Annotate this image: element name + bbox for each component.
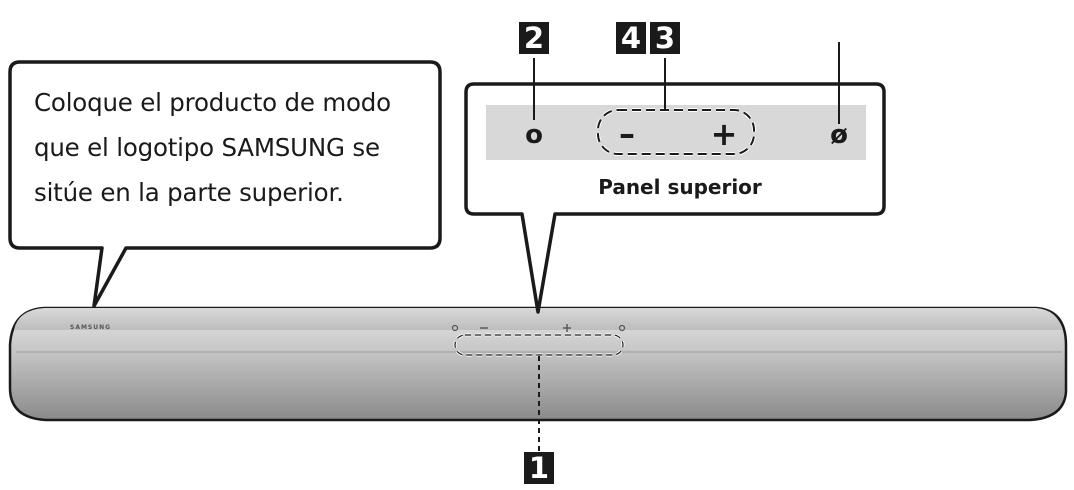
button-area-highlight-outline [454,334,624,356]
callout-number-1: 1 [524,452,554,484]
soundbar-brand-logo: SAMSUNG [70,324,112,331]
callout-number-3: 3 [650,22,680,54]
bar-multifunction-icon [451,324,459,332]
callout-number-4: 4 [616,22,646,54]
soundbar-body [8,306,1068,422]
instruction-line: Coloque el producto de modo [34,88,391,117]
instruction-line: sitúe en la parte superior. [34,178,344,207]
panel-title: Panel superior [598,175,762,199]
volume-buttons-highlight-outline [597,109,755,155]
volume-up-icon: + [711,115,738,153]
soundbar-top-face [14,308,1062,330]
placement-instruction: Coloque el producto de modo que el logot… [34,80,434,215]
volume-down-icon: – [619,115,635,153]
multifunction-icon: o [525,120,543,150]
logo-callout-bubble [8,60,442,308]
top-panel-strip [486,105,866,160]
soundbar [8,306,1068,422]
power-icon: ø [830,120,848,150]
bar-power-icon [618,324,626,332]
instruction-line: que el logotipo SAMSUNG se [34,133,380,162]
callout-number-2: 2 [519,22,549,54]
